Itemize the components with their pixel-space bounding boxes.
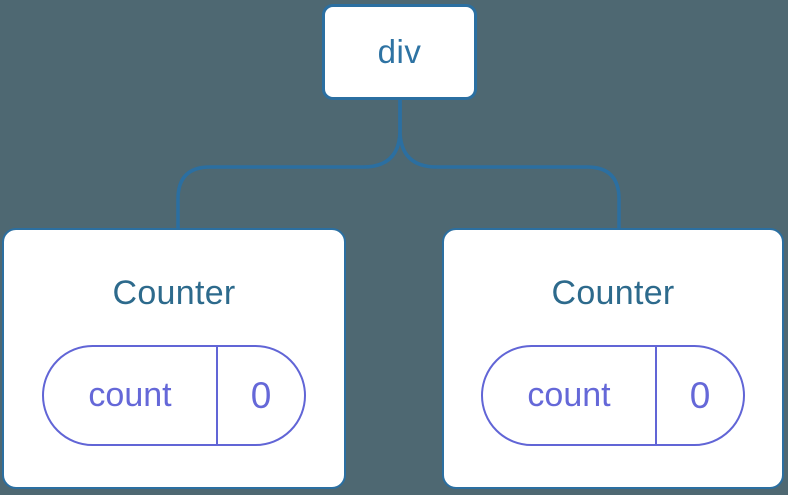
component-name: Counter <box>112 274 236 312</box>
connector-left-branch <box>176 99 402 229</box>
component-name: Counter <box>551 274 675 312</box>
state-value: 0 <box>250 374 272 416</box>
root-node-label: div <box>377 33 422 70</box>
state-value: 0 <box>689 374 711 416</box>
counter-card-right: Counter count 0 <box>442 228 784 489</box>
state-pill: count 0 <box>42 345 306 446</box>
state-pill: count 0 <box>481 345 745 446</box>
state-key: count <box>44 347 218 444</box>
state-key: count <box>483 347 657 444</box>
connector-right-branch <box>398 99 621 229</box>
root-node: div <box>322 4 477 100</box>
counter-card-left: Counter count 0 <box>2 228 346 489</box>
